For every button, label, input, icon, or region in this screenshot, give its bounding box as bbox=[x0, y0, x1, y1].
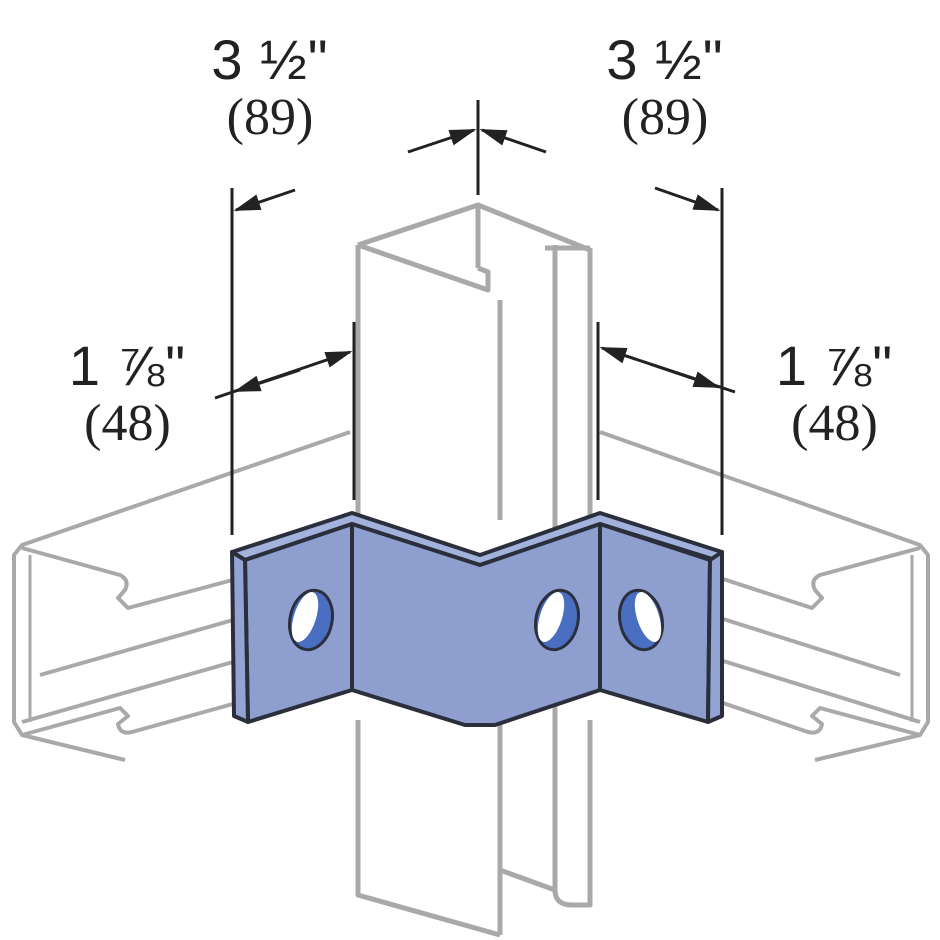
depth-right-imperial: 1 ⅞" bbox=[775, 334, 894, 397]
depth-left-metric: (48) bbox=[84, 395, 171, 452]
bracket-right-edge bbox=[706, 550, 724, 724]
dimension-label-width-right: 3 ½" (89) bbox=[585, 32, 745, 144]
depth-right-metric: (48) bbox=[791, 395, 878, 452]
center-marker bbox=[407, 100, 547, 195]
depth-left-imperial: 1 ⅞" bbox=[68, 334, 187, 397]
dimension-label-depth-left: 1 ⅞" (48) bbox=[45, 338, 210, 450]
width-left-metric: (89) bbox=[226, 89, 314, 146]
vertical-post bbox=[355, 202, 593, 938]
width-right-imperial: 3 ½" bbox=[606, 28, 724, 91]
bracket-left-edge bbox=[230, 550, 250, 724]
dimension-width-left bbox=[230, 188, 296, 535]
bracket-hole-1 bbox=[288, 588, 334, 652]
right-channel bbox=[599, 430, 930, 762]
dimension-width-right bbox=[654, 186, 724, 535]
bracket-hole-3 bbox=[618, 588, 664, 652]
dimension-label-depth-right: 1 ⅞" (48) bbox=[752, 338, 917, 450]
dimension-depth-left bbox=[214, 322, 356, 500]
width-left-imperial: 3 ½" bbox=[211, 28, 329, 91]
width-right-metric: (89) bbox=[621, 89, 709, 146]
bracket-hole-2 bbox=[534, 588, 580, 652]
dimension-label-width-left: 3 ½" (89) bbox=[190, 32, 350, 144]
bracket-center-web bbox=[350, 522, 602, 727]
left-channel bbox=[12, 430, 351, 762]
dimension-depth-right bbox=[596, 322, 736, 500]
